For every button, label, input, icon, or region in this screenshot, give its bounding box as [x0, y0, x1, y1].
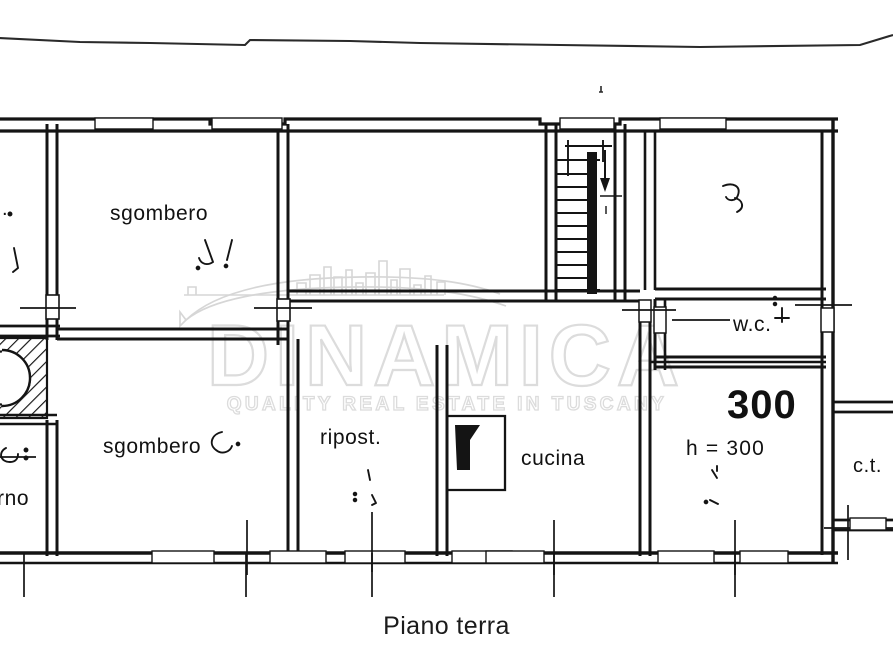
- cucina-niche: [447, 414, 507, 492]
- watermark-tagline: QUALITY REAL ESTATE IN TUSCANY: [227, 394, 668, 415]
- watermark-swoosh-icon: [179, 276, 507, 329]
- room-label-sgombero-1: sgombero: [110, 202, 208, 225]
- chimney-hatched-block: [0, 336, 49, 420]
- room-height-big-label: 300: [727, 383, 797, 427]
- room-labels: . sgombero w.c. rno sgombero ripost. cuc…: [0, 198, 882, 510]
- room-label-ct: c.t.: [853, 455, 882, 477]
- room-label-sgombero-2: sgombero: [103, 435, 201, 458]
- openings: [45, 117, 835, 564]
- room-label-riposto: ripost.: [320, 426, 381, 449]
- room-label-left-upper: .: [2, 198, 8, 220]
- room-height-note-label: h = 300: [686, 437, 765, 460]
- watermark-group: DINAMICA QUALITY REAL ESTATE IN TUSCANY: [179, 260, 685, 416]
- plan-caption: Piano terra: [383, 612, 510, 640]
- staircase: [556, 140, 622, 294]
- room-label-forno: rno: [0, 487, 29, 510]
- watermark-brand: DINAMICA: [207, 308, 685, 404]
- boundary-tick-mark: [599, 86, 603, 93]
- sketch-marks: [0, 183, 790, 506]
- interior-walls: [0, 124, 826, 556]
- annex-ct: [833, 400, 893, 532]
- site-boundary-line: [0, 33, 893, 49]
- room-label-wc: w.c.: [732, 313, 772, 336]
- room-label-cucina: cucina: [521, 447, 585, 470]
